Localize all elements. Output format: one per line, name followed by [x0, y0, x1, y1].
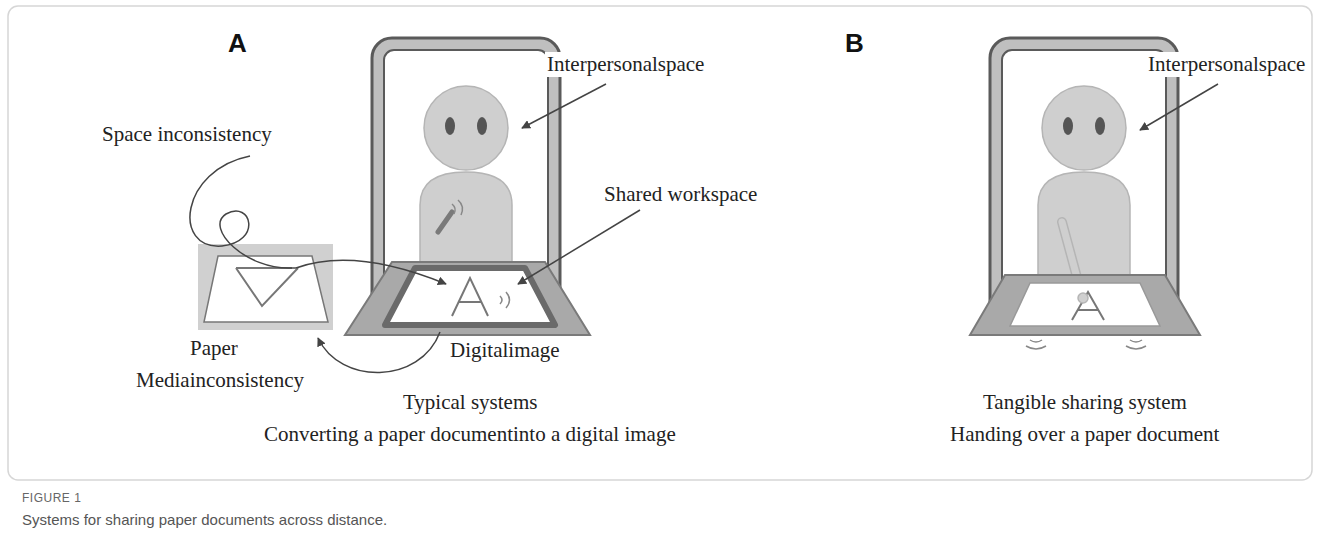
remote-person-a — [452, 200, 462, 215]
leader-lines-b — [1140, 84, 1218, 130]
paper-document-a — [236, 268, 298, 306]
panel-letter: A — [228, 28, 247, 58]
remote-person-b — [1042, 86, 1126, 170]
desk-b — [970, 275, 1200, 335]
paper-document-b — [1010, 283, 1160, 349]
paper-document-a — [204, 256, 328, 322]
leader-lines-b — [1140, 84, 1218, 130]
leader-lines-a — [518, 210, 640, 284]
tablet-digital-image — [452, 278, 488, 316]
leader-lines-a — [296, 260, 446, 284]
remote-person-b — [1038, 172, 1130, 290]
desk-a — [345, 262, 590, 335]
leader-lines-a — [318, 332, 440, 373]
remote-person-a — [445, 117, 455, 135]
figure-number: FIGURE 1 — [22, 490, 81, 506]
figure-caption: Systems for sharing paper documents acro… — [22, 510, 387, 530]
paper-document-b — [1072, 292, 1104, 320]
callout-label: Shared workspace — [602, 182, 759, 207]
callout-label: Interpersonalspace — [1146, 52, 1307, 77]
remote-person-a — [438, 212, 452, 232]
leader-lines-a — [522, 84, 606, 128]
remote-person-b — [1063, 117, 1073, 135]
callout-label: Mediainconsistency — [134, 368, 306, 393]
remote-person-a — [477, 117, 487, 135]
paper-document-b — [1010, 283, 1160, 326]
paper-document-a — [198, 244, 333, 330]
tablet-digital-image — [500, 292, 510, 308]
figure-frame — [8, 6, 1312, 480]
desk-a — [345, 262, 590, 335]
panel-letter: B — [845, 28, 864, 58]
callout-label: Paper — [188, 336, 240, 361]
leader-lines-a — [190, 156, 292, 268]
callout-label: Interpersonalspace — [545, 52, 706, 77]
panel-subtitle: Handing over a paper document — [948, 422, 1221, 447]
paper-document-b — [1078, 293, 1088, 303]
panel-title: Tangible sharing system — [981, 390, 1189, 415]
panel-subtitle: Converting a paper documentinto a digita… — [262, 422, 678, 447]
panel-title: Typical systems — [401, 390, 539, 415]
remote-person-b — [1095, 117, 1105, 135]
remote-person-a — [424, 86, 508, 170]
callout-label: Digitalimage — [448, 338, 562, 363]
paper-document-b — [1026, 340, 1146, 349]
paper-document-a — [198, 244, 333, 330]
remote-person-b — [1038, 86, 1130, 296]
callout-label: Space inconsistency — [100, 122, 274, 147]
desk-b — [970, 275, 1200, 335]
